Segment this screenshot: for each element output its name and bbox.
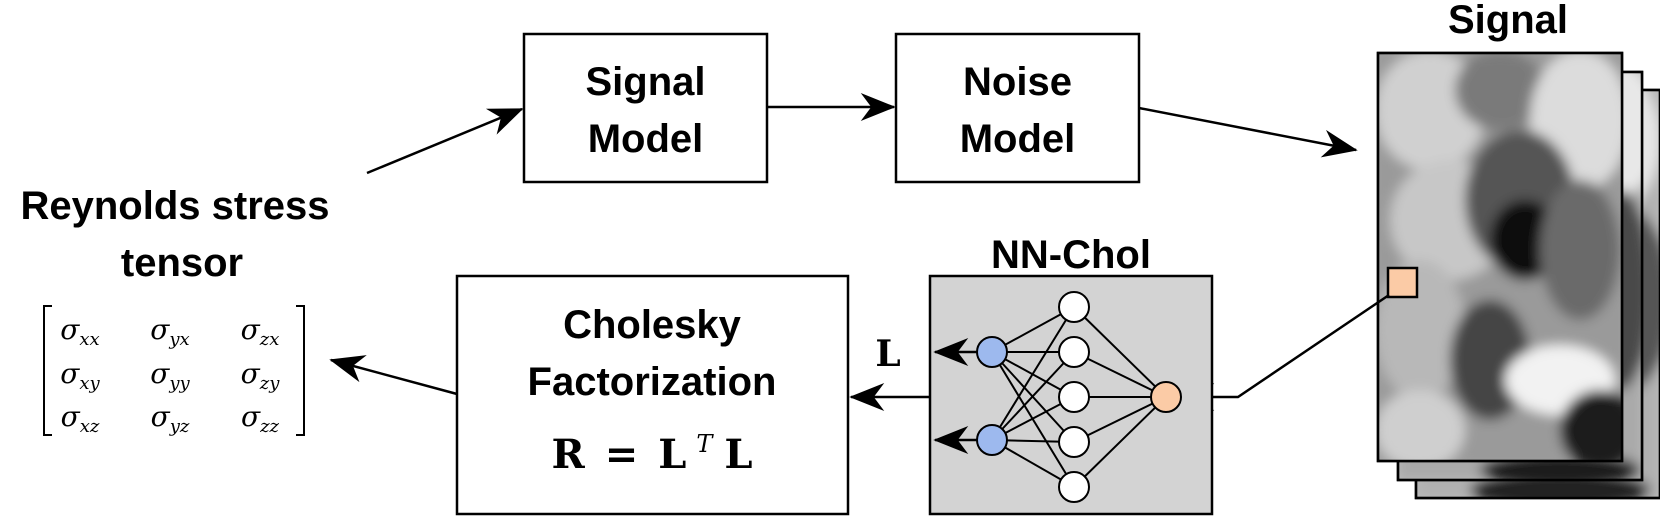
cholesky-label-line2: Factorization [528, 360, 777, 404]
signal-image-stack [1376, 51, 1660, 500]
arrow-cholesky-to-tensor [329, 355, 458, 396]
nn-hidden-node [1058, 471, 1090, 503]
noise-model-label-line1: Noise [963, 60, 1072, 104]
nn-edge [1073, 396, 1167, 443]
sample-voxel [1386, 266, 1419, 299]
tensor-cell: σzx [241, 313, 280, 350]
right-bracket [296, 305, 305, 436]
nn-hidden-node [1058, 336, 1090, 368]
eq-equals: = [605, 431, 639, 478]
signal-image-title: Signal [1448, 0, 1568, 42]
neural-network [933, 291, 1182, 503]
reynolds-label-line1: Reynolds stress [20, 184, 329, 228]
nn-output-node [976, 336, 1008, 368]
eq-t-superscript: T [696, 430, 714, 458]
nn-chol-title: NN-Chol [991, 233, 1151, 277]
nn-hidden-node [1058, 291, 1090, 323]
cholesky-box [455, 274, 850, 516]
nn-edge [991, 351, 1075, 441]
eq-l: L [658, 431, 686, 478]
tensor-cell: σzz [241, 400, 280, 437]
cholesky-label-line1: Cholesky [563, 303, 742, 347]
signal-model-label-line1: Signal [585, 60, 705, 104]
nn-edge [1073, 306, 1167, 398]
nn-hidden-node [1058, 381, 1090, 413]
signal-frame-front [1376, 51, 1624, 463]
nn-output-node [976, 424, 1008, 456]
nn-edge [1073, 396, 1167, 488]
nn-hidden-node [1058, 426, 1090, 458]
tensor-cell: σyz [151, 400, 190, 437]
tensor-cell: σyy [150, 357, 190, 394]
arrow-tensor-to-signal-model [366, 107, 524, 175]
tensor-cell: σxx [60, 313, 99, 350]
signal-model-box [522, 32, 769, 184]
tensor-cell: σxz [61, 400, 100, 437]
eq-r: R [551, 431, 585, 478]
tensor-matrix: σxx σyx σzx σxy σyy σzy σxz σyz σzz [43, 305, 305, 437]
tensor-cell: σxy [60, 357, 100, 394]
signal-model-label-line2: Model [588, 117, 704, 161]
cholesky-equation: R = L T L [551, 416, 752, 478]
reynolds-label-line2: tensor [121, 241, 243, 285]
tensor-cell: σyx [150, 313, 189, 350]
eq-l2: L [724, 431, 752, 478]
noise-model-label-line2: Model [960, 117, 1076, 161]
noise-model-box [894, 32, 1141, 184]
nn-edge [1073, 351, 1167, 398]
tensor-cell: σzy [241, 357, 281, 394]
nn-input-node [1150, 381, 1182, 413]
left-bracket [43, 305, 52, 436]
arrow-noise-to-signal-image [1138, 106, 1358, 158]
nn-edge [991, 306, 1075, 441]
output-l-label: L [875, 333, 900, 375]
